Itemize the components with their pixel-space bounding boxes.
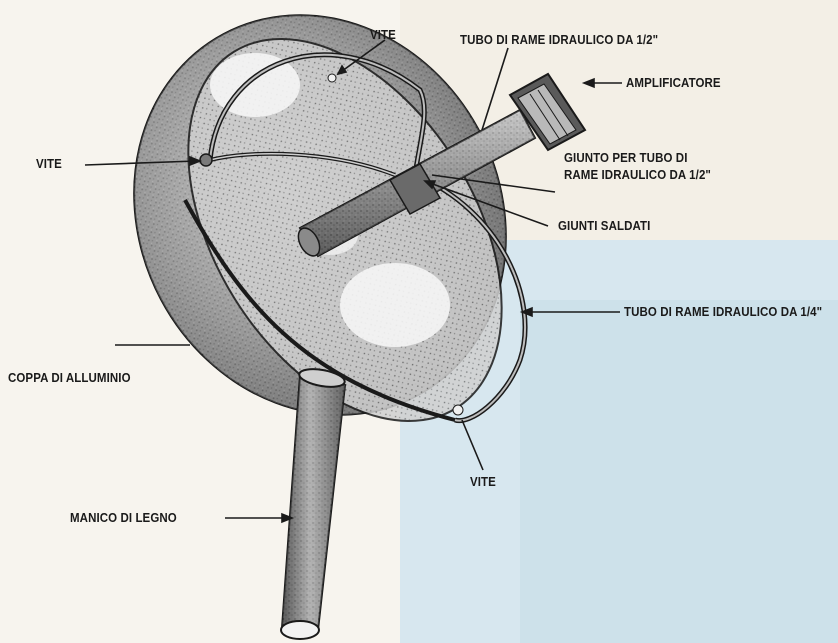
- label-wooden-handle: MANICO DI LEGNO: [70, 511, 177, 525]
- label-aluminium-cup: COPPA DI ALLUMINIO: [8, 371, 131, 385]
- label-tube-joint-line1: GIUNTO PER TUBO DI: [564, 150, 711, 167]
- label-welded-joints: GIUNTI SALDATI: [558, 219, 650, 233]
- label-half-inch-tube: TUBO DI RAME IDRAULICO DA 1/2": [460, 33, 658, 47]
- label-tube-joint-line2: RAME IDRAULICO DA 1/2": [564, 167, 711, 184]
- label-tube-joint: GIUNTO PER TUBO DI RAME IDRAULICO DA 1/2…: [564, 150, 711, 184]
- label-screw-bottom: VITE: [470, 475, 496, 489]
- label-amplifier: AMPLIFICATORE: [626, 76, 721, 90]
- label-screw-left: VITE: [36, 157, 62, 171]
- label-screw-top: VITE: [370, 28, 396, 42]
- label-quarter-inch-tube: TUBO DI RAME IDRAULICO DA 1/4": [624, 305, 822, 319]
